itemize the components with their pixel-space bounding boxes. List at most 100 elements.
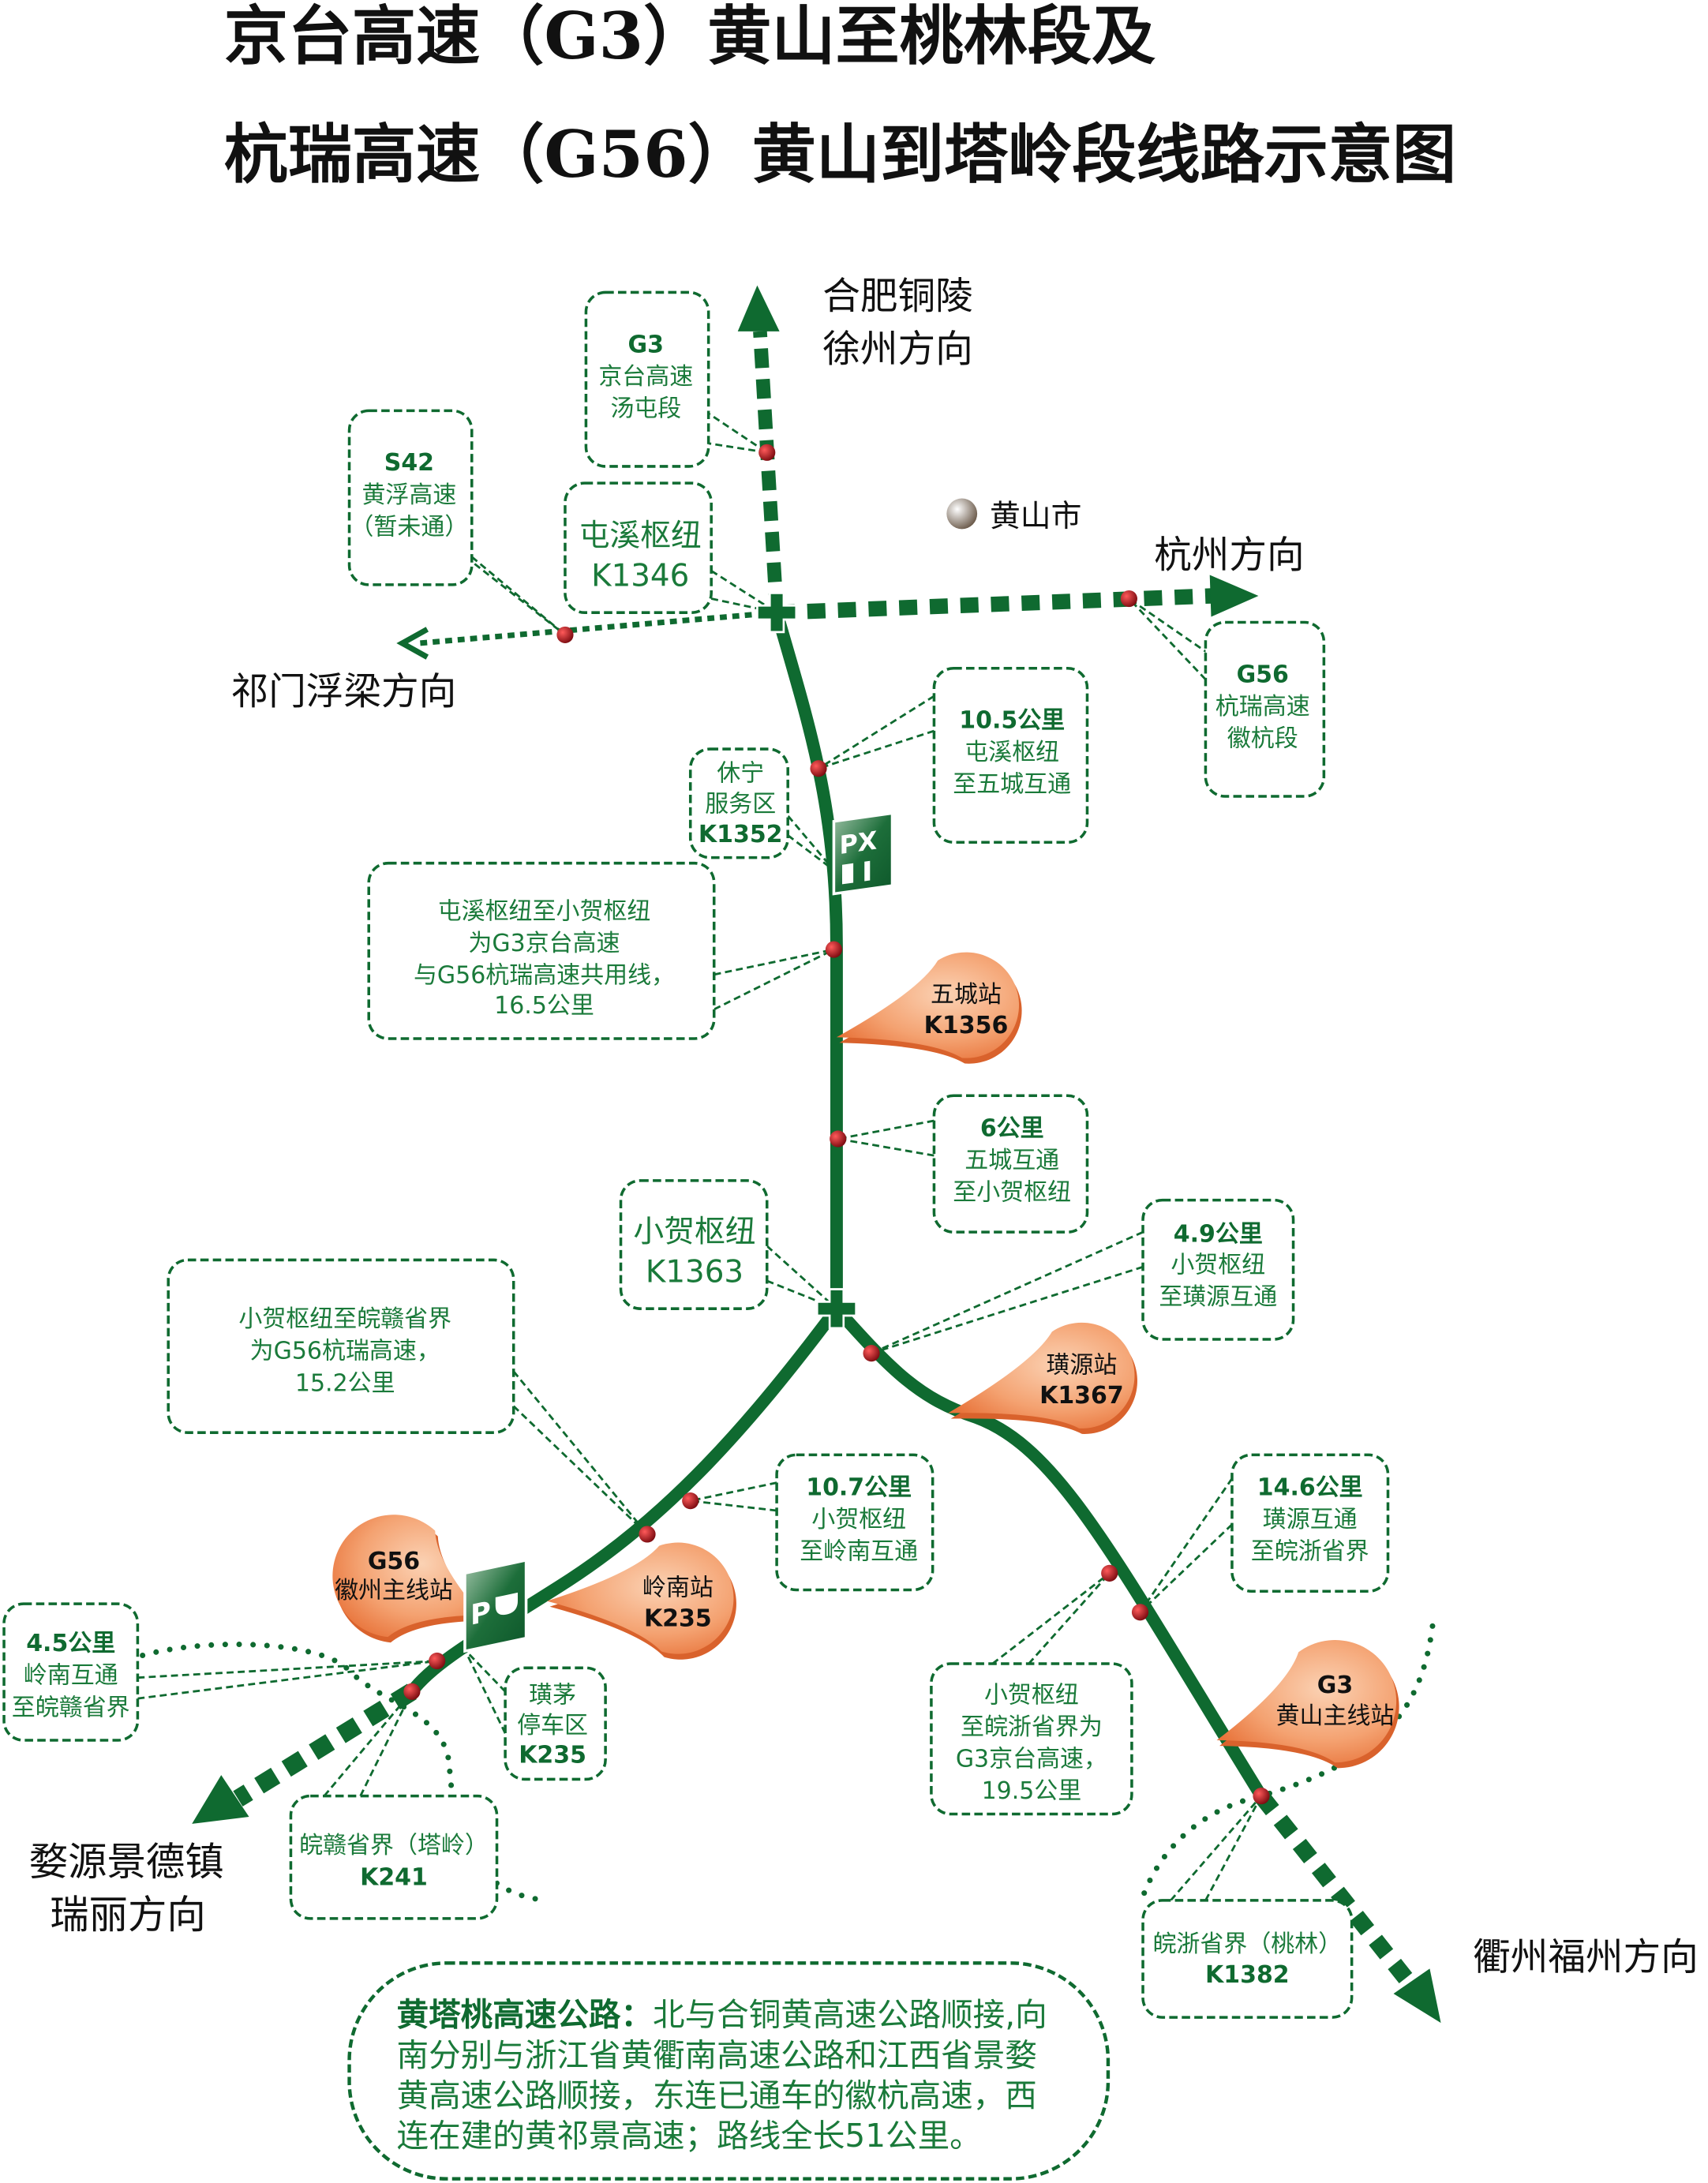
callout-border [619,1179,769,1310]
arrow-west-icon [396,627,429,660]
interchange-node-icon [825,941,843,958]
callout-border [167,1258,515,1434]
callout-text: G56 [1237,661,1289,688]
callout-border [688,747,789,859]
callout-text: 19.5公里 [982,1777,1082,1805]
southwest-dashed [233,1683,417,1807]
svg-text:黄塔桃高速公路：北与合铜黄高速公路顺接,向: 黄塔桃高速公路：北与合铜黄高速公路顺接,向 [397,1996,1047,2034]
callout-border [1230,1453,1390,1593]
roads [233,331,1418,1990]
summary-box: 黄塔桃高速公路：北与合铜黄高速公路顺接,向 南分别与浙江省黄衢南高速公路和江西省… [347,1961,1111,2181]
callout-text: 璜茅 [529,1681,576,1709]
leader-line [690,1500,777,1512]
station-marker-icon [332,1515,482,1638]
station-text: K1367 [1039,1382,1124,1410]
leader-line [323,1691,414,1797]
callout-text: 岭南互通 [24,1662,118,1690]
tunxi-junction-icon [756,592,798,634]
callout-box: S42 黄浮高速 （暂未通） [347,409,566,636]
callout-text: 至五城互通 [953,771,1071,799]
callout-text: K241 [360,1863,428,1891]
callout-border [564,481,713,614]
interchange-node-icon [556,626,574,643]
callout-text: 皖赣省界（塔岭） [299,1832,489,1859]
callout-text: 至皖浙省界为 [961,1713,1103,1741]
direction-qimen-fuliang: 祁门浮梁方向 [231,671,457,714]
summary-line-1: 北与合铜黄高速公路顺接,向 [653,1996,1047,2034]
leader-line [837,1137,935,1157]
leader-line [1128,597,1207,680]
callout-text: 徽杭段 [1227,725,1298,753]
callout-text: 杭瑞高速 [1215,693,1310,721]
callout-text: K1363 [646,1255,744,1290]
g56-road-southwest [406,1305,842,1696]
leader-line [137,1660,437,1700]
interchange-node-icon [403,1683,421,1700]
leader-line [1204,1795,1263,1901]
callout-border [1141,1899,1354,2019]
callout-text: 为G3京台高速 [468,930,620,957]
leader-line [1128,597,1211,656]
callout-text: S42 [384,449,434,477]
callout-text: 小贺枢纽至皖赣省界 [238,1305,451,1333]
interchange-node-icon [1131,1604,1149,1621]
callout-text: 黄浮高速 [361,481,456,509]
callouts: G3京台高速汤屯段S42黄浮高速（暂未通）屯溪枢纽K1346G56杭瑞高速徽杭段… [2,290,1390,2019]
callout-text: 璜源互通 [1263,1506,1358,1533]
callout-text: 停车区 [517,1712,588,1739]
station-text: G3 [1317,1672,1353,1699]
city-marker-icon [946,498,978,530]
leader-line [512,1370,649,1535]
callout-text: 至岭南互通 [800,1538,918,1566]
toll-station: 璜源站 K1367 [948,1322,1137,1434]
station-marker-icon [547,1542,734,1654]
huangmao-parking-icon: P [463,1558,528,1653]
interchange-nodes [403,444,1270,1805]
leader-line [766,1245,837,1310]
station-text: 璜源站 [1046,1351,1117,1379]
station-text: 徽州主线站 [335,1577,453,1604]
callout-text: 至皖赣省界 [12,1694,130,1721]
direction-quzhou-fuzhou: 衢州福州方向 [1473,1936,1699,1979]
callout-text: 汤屯段 [610,395,681,422]
arrow-southeast-icon [1393,1968,1441,2024]
callout-text: G3 [628,331,664,358]
callout-border [289,1794,499,1920]
city-huangshan: 黄山市 [990,499,1081,534]
callout-text: 京台高速 [598,363,693,391]
callout-text: 6公里 [980,1114,1044,1142]
callout-border [367,861,716,1040]
callout-text: 10.7公里 [806,1474,912,1502]
callout-border [584,290,710,468]
callout-text: 4.9公里 [1174,1221,1263,1249]
leader-line [871,1230,1144,1354]
xiaohe-junction-icon [815,1288,857,1330]
title-line-2: 杭瑞高速（G56）黄山到塔岭段线路示意图 [224,118,1456,193]
station-text: G56 [368,1548,420,1575]
leader-line [818,729,935,770]
direction-hangzhou: 杭州方向 [1154,534,1304,578]
callout-text: K1382 [1205,1961,1290,1989]
callout-border [347,409,474,586]
parking-icon-label: P [470,1596,491,1632]
callout-text: （暂未通） [350,513,468,541]
callout-text: 小贺枢纽 [633,1215,755,1250]
callout-border [2,1602,140,1742]
leader-line [714,948,835,1011]
southeast-dashed [1254,1791,1418,1990]
callout-text: 与G56杭瑞高速共用线， [414,961,675,989]
leader-line [512,1405,649,1535]
callout-text: 10.5公里 [959,707,1065,735]
summary-line-4: 连在建的黄祁景高速；路线全长51公里。 [397,2117,982,2155]
leader-line [837,1119,935,1140]
callout-border [932,1094,1089,1234]
callout-border [775,1453,935,1592]
